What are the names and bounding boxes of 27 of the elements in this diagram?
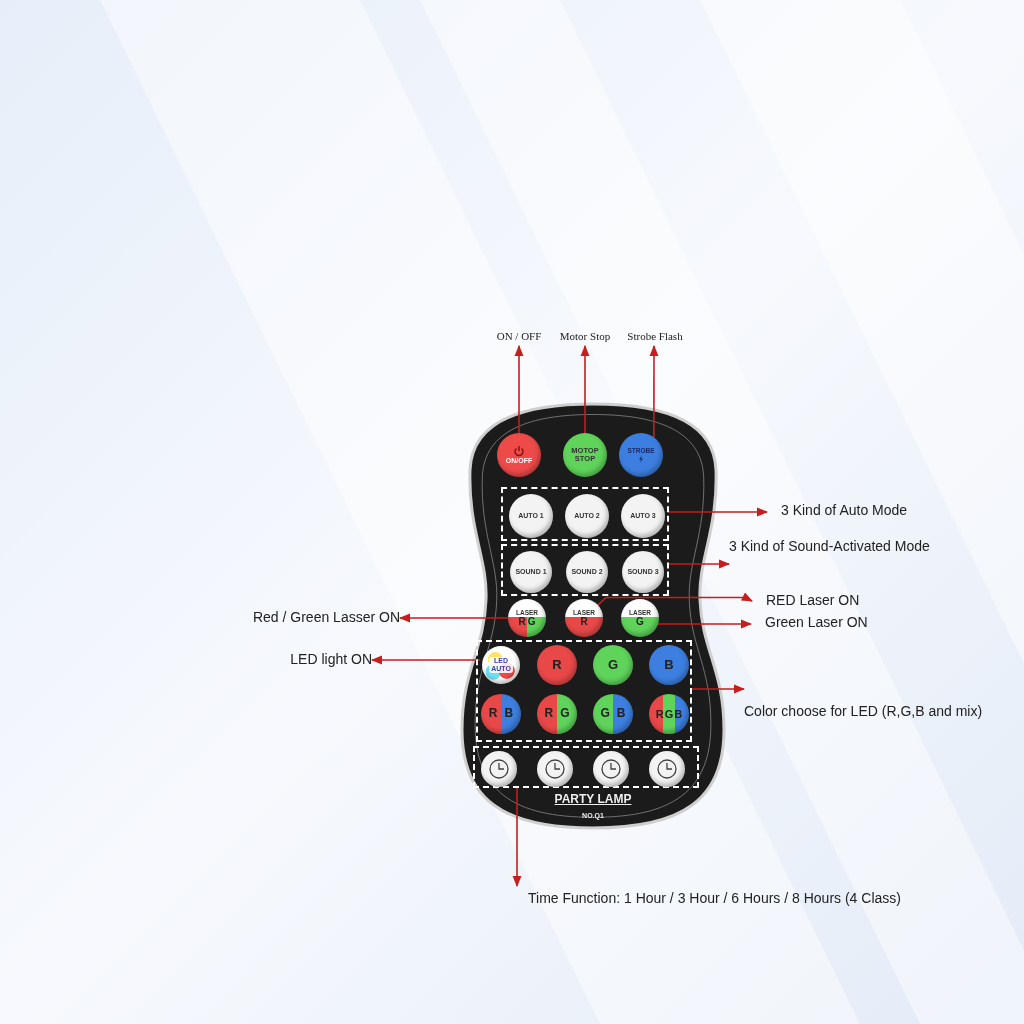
dashed-group-frame: [473, 746, 699, 788]
callout-label: RED Laser ON: [766, 592, 860, 608]
callout-label: Motor Stop: [559, 330, 611, 342]
arrow: [512, 787, 522, 888]
dashed-group-frame: [501, 544, 669, 596]
callout-label: 3 Kind of Auto Mode: [781, 502, 908, 518]
arrow: [597, 592, 753, 606]
arrow: [657, 619, 753, 629]
arrow: [649, 344, 659, 438]
callout-label: Red / Green Lasser ON: [252, 609, 400, 625]
arrow: [580, 344, 590, 434]
callout-label: Strobe Flash: [627, 330, 683, 342]
callout-label: Time Function: 1 Hour / 3 Hour / 6 Hours / 8 Hours (4 Class): [528, 890, 901, 906]
arrow: [691, 684, 746, 694]
dashed-group-frame: [501, 487, 669, 541]
callout-label: Green Laser ON: [765, 614, 868, 630]
dashed-group-frame: [476, 640, 692, 742]
arrow: [398, 613, 509, 623]
callout-label: Color choose for LED (R,G,B and mix): [744, 703, 983, 719]
model-label: PARTY LAMP: [554, 792, 632, 806]
arrow: [370, 655, 482, 665]
arrow: [668, 507, 769, 517]
callout-label: LED light ON: [290, 651, 372, 667]
arrow: [514, 344, 524, 434]
arrow: [668, 559, 731, 569]
callout-label: ON / OFF: [496, 330, 542, 342]
callout-label: 3 Kind of Sound-Activated Mode: [729, 538, 930, 554]
